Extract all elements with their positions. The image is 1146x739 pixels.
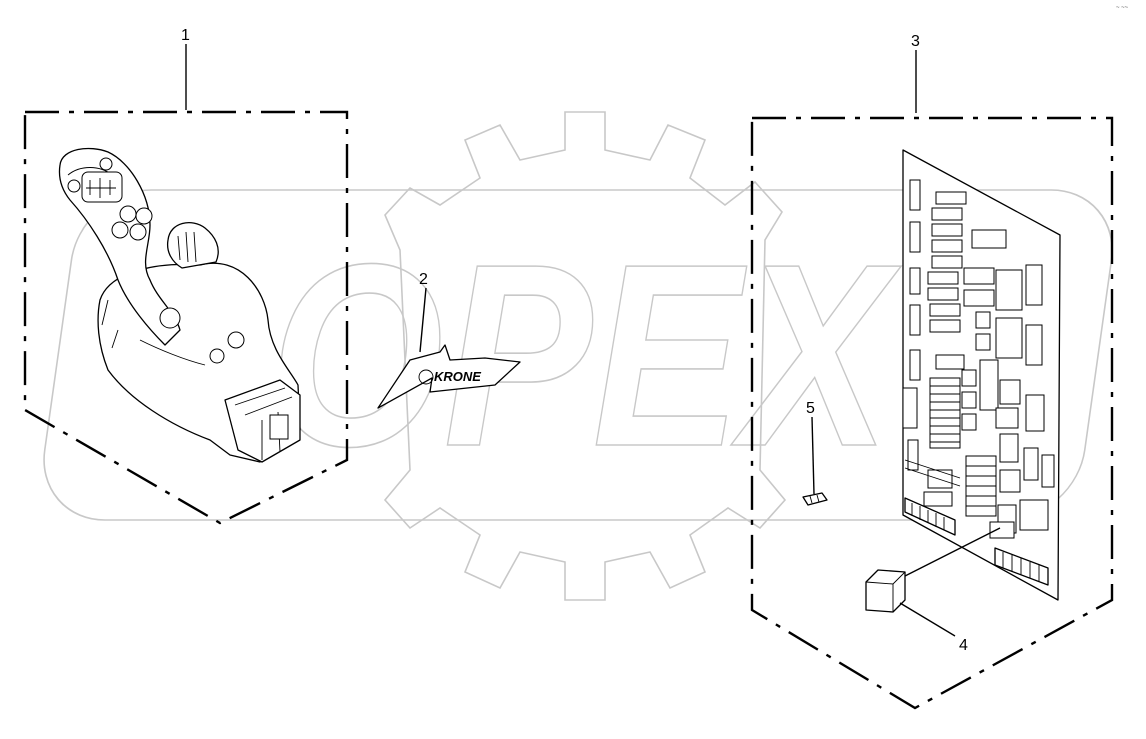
watermark-gear <box>383 111 787 601</box>
joystick-illustration <box>58 147 301 463</box>
fuse <box>802 492 828 506</box>
watermark-frame <box>43 189 1113 521</box>
callout-3: 3 <box>911 33 920 50</box>
callout-4-leader-b <box>899 602 956 637</box>
relay-cube <box>865 569 906 613</box>
krone-logo-text: KRONE <box>434 369 481 384</box>
callout-5-leader <box>811 416 815 495</box>
callout-4: 4 <box>959 637 968 654</box>
opex-watermark: OPEX <box>43 111 1113 601</box>
krone-decal: KRONE <box>377 344 521 409</box>
corner-mark: ~ ~~ <box>1116 5 1129 11</box>
callout-1: 1 <box>181 27 190 44</box>
group-1-boundary <box>23 110 349 525</box>
callout-4-leader-a <box>904 527 1001 577</box>
watermark-text: OPEX <box>270 211 902 501</box>
callout-2-leader <box>419 287 427 353</box>
callout-2: 2 <box>419 271 428 288</box>
group-3-boundary <box>750 116 1114 710</box>
board-components <box>902 179 1055 586</box>
callout-5: 5 <box>806 400 815 417</box>
circuit-board <box>902 149 1061 601</box>
